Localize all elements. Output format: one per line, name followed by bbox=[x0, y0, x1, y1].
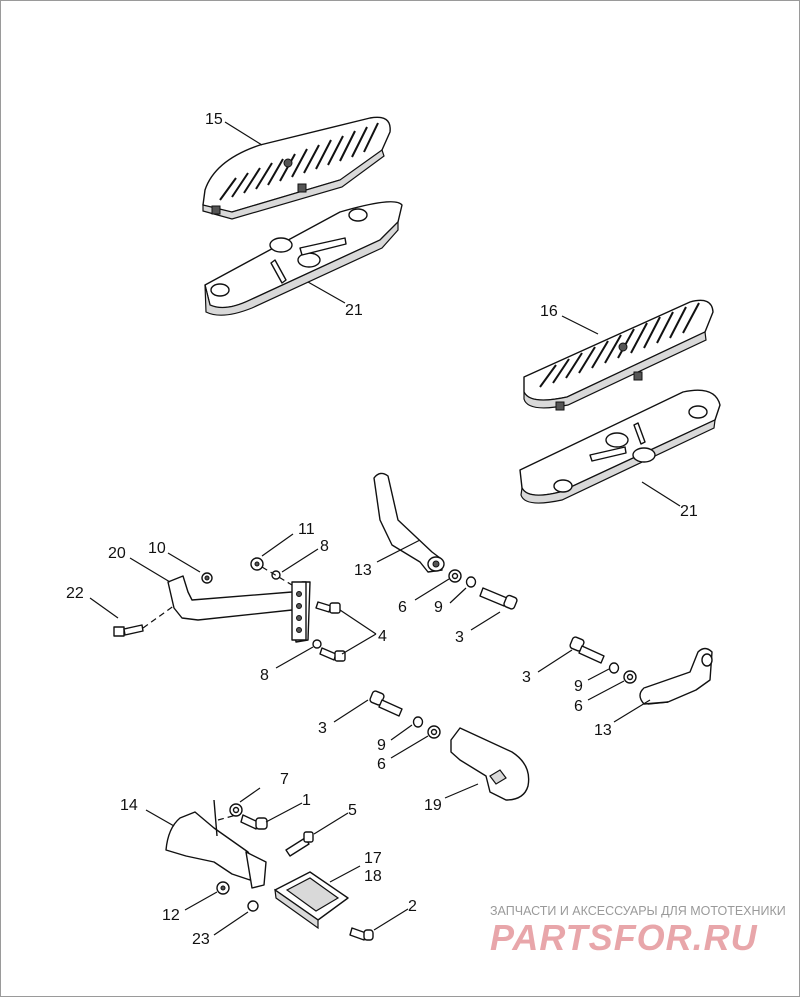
callout-4: 4 bbox=[378, 628, 387, 645]
washer-6-right bbox=[623, 670, 637, 684]
washer-9-right bbox=[608, 662, 620, 674]
callout-9-upper: 9 bbox=[434, 599, 443, 616]
floorboard-16 bbox=[523, 299, 714, 411]
shifter-lever-13-right bbox=[639, 647, 713, 705]
callout-21-lower: 21 bbox=[680, 503, 698, 520]
callout-23: 23 bbox=[192, 931, 210, 948]
callout-18: 18 bbox=[364, 868, 382, 885]
callout-16: 16 bbox=[540, 303, 558, 320]
washer-6-upper bbox=[448, 569, 462, 583]
brake-arm-14 bbox=[165, 799, 267, 889]
leader-lines bbox=[89, 121, 681, 936]
callout-6-upper: 6 bbox=[398, 599, 407, 616]
watermark-tagline: ЗАПЧАСТИ И АКСЕССУАРЫ ДЛЯ МОТОТЕХНИКИ bbox=[490, 904, 786, 918]
callout-6-middle: 6 bbox=[377, 756, 386, 773]
nut-11 bbox=[250, 557, 264, 571]
callout-10: 10 bbox=[148, 540, 166, 557]
callout-14: 14 bbox=[120, 797, 138, 814]
watermark: ЗАПЧАСТИ И АКСЕССУАРЫ ДЛЯ МОТОТЕХНИКИ PA… bbox=[490, 904, 786, 958]
callout-12: 12 bbox=[162, 907, 180, 924]
callout-3-middle: 3 bbox=[318, 720, 327, 737]
callout-8-lower: 8 bbox=[260, 667, 269, 684]
washer-23 bbox=[247, 900, 259, 912]
callout-1: 1 bbox=[302, 792, 311, 809]
washer-7 bbox=[229, 803, 243, 817]
callout-9-right: 9 bbox=[574, 678, 583, 695]
washer-6-middle bbox=[427, 725, 441, 739]
floorboard-pan-21-lower bbox=[519, 389, 721, 504]
floorboard-16-ribs bbox=[539, 302, 700, 388]
callout-3-right: 3 bbox=[522, 669, 531, 686]
floorboard-15 bbox=[202, 116, 391, 220]
watermark-logo: PARTSFOR.RU bbox=[490, 917, 758, 958]
nut-10 bbox=[201, 572, 213, 584]
callout-17: 17 bbox=[364, 850, 382, 867]
callout-5: 5 bbox=[348, 802, 357, 819]
washer-9-middle bbox=[412, 716, 424, 728]
bolt-22 bbox=[113, 624, 144, 637]
callout-3-upper: 3 bbox=[455, 629, 464, 646]
bolt-3-right bbox=[569, 636, 605, 664]
callout-9-middle: 9 bbox=[377, 737, 386, 754]
floorboard-15-ribs bbox=[219, 122, 379, 201]
callout-numbers: 15 21 16 21 20 10 22 11 8 4 8 13 6 9 3 3… bbox=[66, 111, 698, 948]
callout-22: 22 bbox=[66, 585, 84, 602]
callout-13-upper: 13 bbox=[354, 562, 372, 579]
washer-9-upper bbox=[465, 576, 477, 588]
washer-8-lower bbox=[312, 639, 322, 649]
callout-20: 20 bbox=[108, 545, 126, 562]
callout-8-upper: 8 bbox=[320, 538, 329, 555]
washer-8-upper bbox=[271, 570, 281, 580]
bolt-4-lower bbox=[319, 647, 346, 662]
nut-12 bbox=[216, 881, 230, 895]
pedal-arm-20 bbox=[167, 575, 311, 643]
floorboard-pan-21-upper bbox=[204, 201, 403, 316]
callout-2: 2 bbox=[408, 898, 417, 915]
screw-2 bbox=[349, 927, 374, 941]
callout-15: 15 bbox=[205, 111, 223, 128]
callout-11: 11 bbox=[298, 521, 315, 538]
callout-6-right: 6 bbox=[574, 698, 583, 715]
pedal-pad-17-18 bbox=[274, 871, 349, 930]
leader-dash-22 bbox=[142, 604, 176, 629]
callout-21-upper: 21 bbox=[345, 302, 363, 319]
heel-cup-19 bbox=[450, 727, 530, 801]
bolt-4-upper bbox=[315, 601, 341, 614]
bolt-3-middle bbox=[369, 690, 403, 717]
callout-13-right: 13 bbox=[594, 722, 612, 739]
bolt-3-upper bbox=[479, 587, 518, 610]
bolt-1 bbox=[240, 814, 268, 830]
callout-7: 7 bbox=[280, 771, 289, 788]
stud-5 bbox=[285, 831, 314, 857]
callout-19: 19 bbox=[424, 797, 442, 814]
shifter-lever-13-upper bbox=[373, 472, 445, 573]
